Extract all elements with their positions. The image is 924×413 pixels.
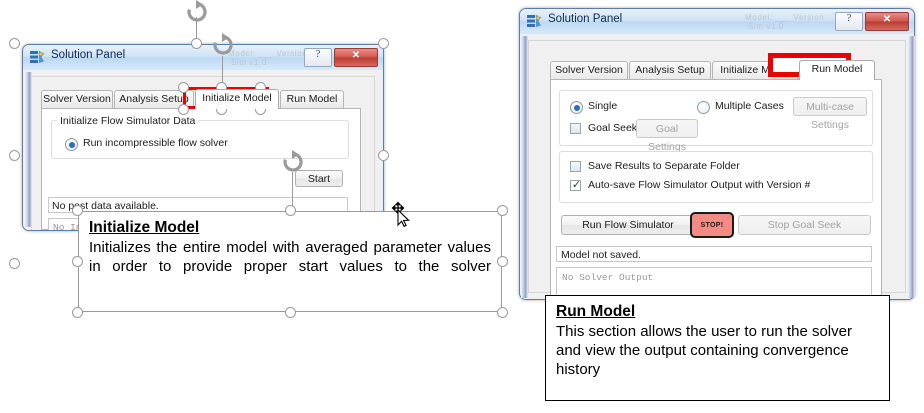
right-output-text: No Solver Output (562, 272, 654, 283)
left-close-button[interactable] (334, 48, 378, 67)
run-incompressible-flow-solver-radio[interactable] (65, 138, 78, 151)
tab-initialize-model[interactable]: Initialize Model (195, 89, 279, 109)
tab-run-model[interactable]: Run Model (280, 90, 344, 108)
start-annotation-rotation-handle[interactable] (280, 150, 306, 174)
stop-goal-seek-button[interactable]: Stop Goal Seek (738, 215, 871, 235)
tab-handle-top-left[interactable] (178, 82, 189, 93)
save-results-separate-folder-label: Save Results to Separate Folder (588, 160, 740, 172)
selection-handle-top-center[interactable] (191, 38, 202, 49)
right-output-field[interactable]: No Solver Output (556, 267, 872, 299)
right-close-button[interactable] (865, 12, 909, 31)
run-model-callout: Run Model This section allows the user t… (545, 295, 890, 401)
initialize-tab-rotation-handle[interactable] (210, 33, 236, 57)
stop-goal-seek-label: Stop Goal Seek (767, 219, 842, 231)
tab-analysis-setup[interactable]: Analysis Setup (629, 61, 711, 79)
initialize-flow-simulator-legend: Initialize Flow Simulator Data (57, 115, 199, 127)
application-icon (30, 50, 46, 65)
selection-handle-top-left[interactable] (9, 38, 20, 49)
run-model-callout-body: This section allows the user to run the … (556, 323, 852, 378)
autosave-output-label: Auto-save Flow Simulator Output with Ver… (588, 179, 811, 191)
left-solution-panel-window: Solution Panel Model: ___ Version Sim v1… (22, 44, 384, 231)
callout-handle-top-right[interactable] (497, 205, 508, 216)
stop-button[interactable]: STOP! (690, 212, 734, 238)
initialize-model-callout: Initialize Model Initializes the entire … (78, 211, 502, 312)
single-label: Single (588, 100, 618, 112)
run-model-callout-title: Run Model (556, 303, 636, 320)
multiple-cases-label: Multiple Cases (715, 100, 784, 112)
initialize-model-callout-title: Initialize Model (89, 219, 200, 236)
selection-handle-middle-right[interactable] (378, 150, 389, 161)
save-results-separate-folder-checkbox[interactable] (570, 161, 581, 172)
selection-handle-middle-left[interactable] (9, 150, 20, 161)
initialize-model-callout-body: Initializes the entire model with averag… (89, 239, 491, 275)
tab-run-model-label: Run Model (811, 63, 863, 75)
run-flow-simulator-button[interactable]: Run Flow Simulator (561, 215, 695, 235)
selection-handle-top-right[interactable] (378, 38, 389, 49)
goal-seek-label: Goal Seek (588, 122, 638, 134)
callout-handle-middle-right[interactable] (497, 256, 508, 267)
initialize-tab-rotation-leader (222, 56, 223, 86)
multi-case-settings-button[interactable]: Multi-case Settings (793, 97, 867, 131)
run-incompressible-flow-solver-label: Run incompressible flow solver (83, 137, 228, 149)
left-titlebar: Solution Panel Model: ___ Version Sim v1… (23, 45, 383, 71)
tab-analysis-setup[interactable]: Analysis Setup (114, 90, 194, 108)
callout-handle-middle-left[interactable] (72, 256, 83, 267)
start-button[interactable]: Start (295, 170, 343, 187)
right-help-button[interactable] (835, 12, 863, 31)
left-tabstrip: Solver Version Analysis Setup Initialize… (41, 89, 359, 109)
right-status-field: Model not saved. (556, 246, 872, 262)
single-radio[interactable] (570, 101, 583, 114)
right-titlebar-ghost-text-2: Sim v1.0 (748, 22, 784, 31)
tab-solver-version-label: Solver Version (555, 64, 623, 76)
start-button-label: Start (307, 173, 331, 185)
tab-handle-bottom-left[interactable] (178, 104, 189, 115)
initialize-callout-selection-frame (78, 211, 502, 312)
right-dialog-body: Solver Version Analysis Setup Initialize… (520, 34, 914, 299)
left-help-button[interactable] (304, 48, 332, 67)
start-annotation-leader (292, 172, 293, 210)
application-icon (527, 14, 543, 29)
stop-button-label: STOP! (700, 222, 724, 229)
move-cursor-icon (388, 201, 414, 228)
goal-seek-checkbox[interactable] (570, 123, 581, 134)
run-flow-simulator-label: Run Flow Simulator (582, 219, 674, 231)
right-titlebar-ghost-text-1: Model: ___ Version (745, 13, 825, 22)
left-window-frame-accent (25, 72, 32, 227)
tab-analysis-setup-label: Analysis Setup (635, 64, 705, 76)
tab-initialize-model-label: Initialize Model (202, 92, 272, 104)
tab-run-model[interactable]: Run Model (799, 60, 875, 80)
left-image-rotation-leader (196, 17, 197, 44)
rotation-handle-outer[interactable] (184, 0, 210, 24)
tab-solver-version-label: Solver Version (43, 93, 111, 105)
left-dialog-body: Solver Version Analysis Setup Initialize… (23, 70, 383, 230)
callout-handle-bottom-center[interactable] (285, 307, 296, 318)
right-window-right-frame-accent (908, 36, 915, 298)
save-options-group (559, 151, 873, 203)
right-window-title: Solution Panel (548, 13, 623, 25)
goal-settings-button[interactable]: Goal Settings (636, 119, 698, 153)
tab-analysis-setup-label: Analysis Setup (119, 93, 189, 105)
tab-solver-version[interactable]: Solver Version (41, 90, 113, 108)
selection-handle-bottom-left[interactable] (9, 258, 20, 269)
callout-handle-bottom-right[interactable] (497, 307, 508, 318)
tab-run-model-label: Run Model (286, 93, 338, 105)
multiple-cases-radio[interactable] (697, 101, 710, 114)
tab-solver-version[interactable]: Solver Version (550, 61, 628, 79)
callout-handle-top-center[interactable] (285, 205, 296, 216)
right-window-left-frame-accent (521, 36, 528, 298)
goal-settings-label: Goal Settings (648, 123, 686, 153)
multi-case-settings-label: Multi-case Settings (806, 101, 854, 131)
right-titlebar: Solution Panel Model: ___ Version Sim v1… (520, 9, 914, 35)
left-status-field: No post data available. (48, 197, 348, 213)
left-window-title: Solution Panel (51, 49, 126, 61)
right-status-text: Model not saved. (561, 249, 641, 261)
callout-handle-bottom-left[interactable] (72, 307, 83, 318)
left-titlebar-ghost-text-2: Sim v1.0 (231, 58, 267, 67)
right-solution-panel-window: Solution Panel Model: ___ Version Sim v1… (519, 8, 915, 300)
left-titlebar-ghost-text-1: Model: ___ Version (228, 49, 308, 58)
right-tabstrip: Solver Version Analysis Setup Initialize… (550, 60, 880, 80)
autosave-output-checkbox[interactable] (570, 178, 582, 191)
callout-handle-top-left[interactable] (72, 205, 83, 216)
